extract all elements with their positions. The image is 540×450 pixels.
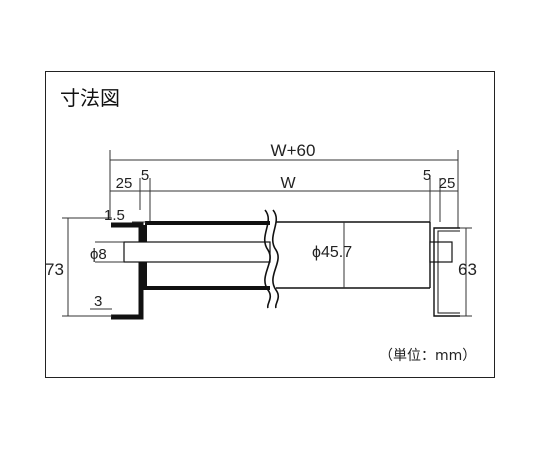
right-inner-offset-label: 5 [423, 167, 431, 184]
right-shaft-stub [429, 241, 453, 263]
right-bracket-inner [437, 230, 460, 314]
break-line-right [271, 209, 280, 309]
unit-note: （単位：mm） [379, 348, 477, 364]
shaft [123, 241, 271, 263]
bottom-plate-thickness-label: 3 [94, 293, 102, 310]
overall-width-label: W+60 [271, 141, 316, 160]
right-outer-offset-label: 25 [439, 175, 456, 192]
roller-diameter-label: ϕ45.7 [312, 244, 352, 261]
left-inner-offset-label: 5 [141, 167, 149, 184]
right-bracket-height-label: 63 [458, 260, 477, 279]
right-bracket-outer [433, 227, 460, 317]
frame-thickness-label: 1.5 [104, 207, 125, 224]
shaft-diameter-label: ϕ8 [90, 246, 107, 263]
break-line-left [263, 209, 272, 309]
left-outer-offset-label: 25 [116, 175, 133, 192]
left-frame-channel [111, 222, 144, 320]
left-frame-height-label: 73 [45, 260, 64, 279]
inner-width-label: W [280, 175, 296, 192]
diagram-title: 寸法図 [60, 86, 120, 110]
